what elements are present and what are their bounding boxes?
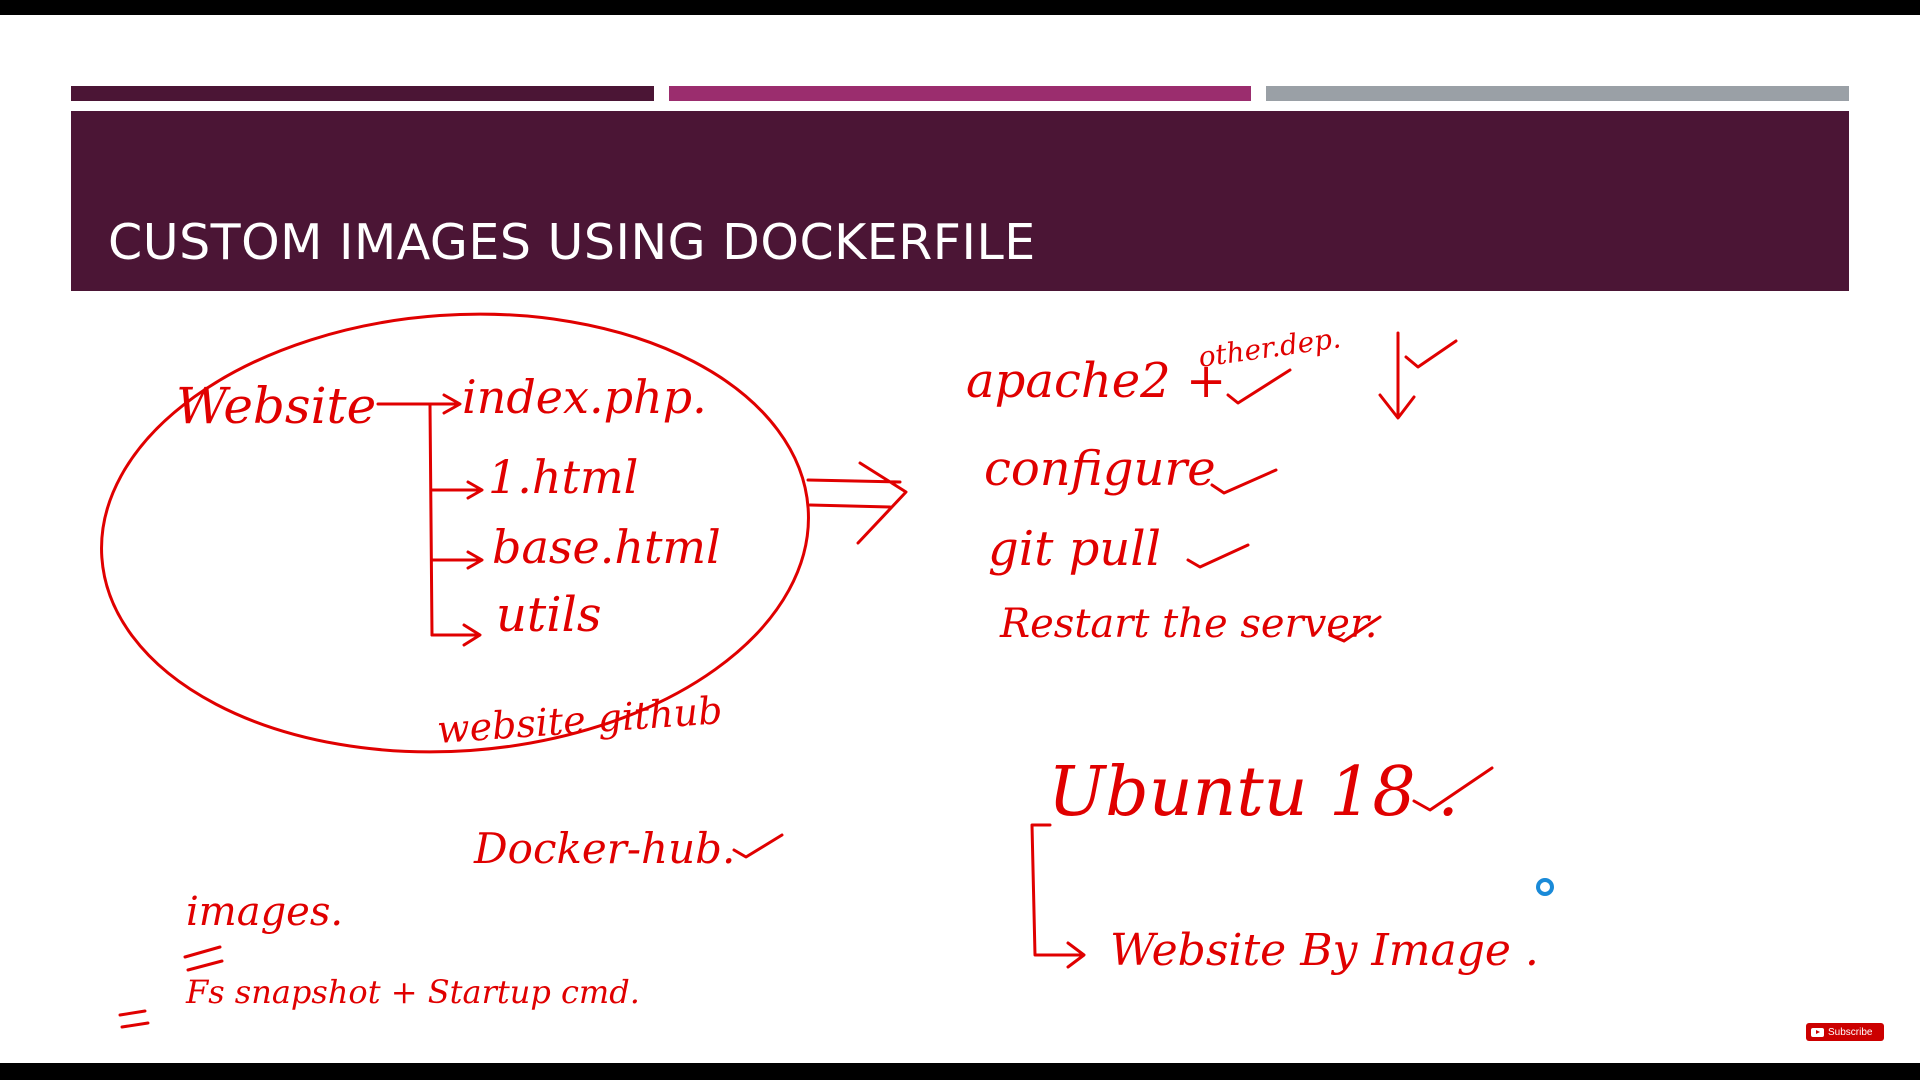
title-band: CUSTOM IMAGES USING DOCKERFILE [71, 111, 1849, 291]
slide: CUSTOM IMAGES USING DOCKERFILE [0, 15, 1920, 1063]
label-ubuntu: Ubuntu 18 . [1048, 753, 1459, 832]
check-icon [1226, 368, 1292, 405]
accent-bar-2 [669, 86, 1251, 101]
check-icon [1328, 615, 1382, 643]
subscribe-label: Subscribe [1828, 1026, 1873, 1038]
annotation-cursor-icon [1536, 878, 1554, 896]
label-apache: apache2 + [966, 353, 1226, 409]
handwritten-annotations: Website index.php. 1.html base.html util… [100, 312, 1554, 1029]
tree-arrow-3 [430, 623, 482, 647]
label-base-html: base.html [492, 520, 721, 574]
slide-title: CUSTOM IMAGES USING DOCKERFILE [108, 214, 1036, 271]
equals-icon [118, 1009, 150, 1029]
label-1-html: 1.html [488, 450, 638, 504]
label-restart: Restart the server. [999, 601, 1377, 647]
check-icon [1210, 468, 1278, 495]
label-fs-snapshot: Fs snapshot + Startup cmd. [185, 973, 640, 1011]
equals-icon [183, 945, 224, 972]
label-docker-hub: Docker-hub. [473, 824, 735, 873]
tree-arrow-root [376, 393, 462, 415]
label-git-pull: git pull [988, 521, 1161, 577]
youtube-play-icon [1811, 1027, 1824, 1037]
label-website: Website [176, 377, 376, 435]
website-oval [100, 312, 810, 754]
check-icon [1404, 339, 1458, 369]
check-icon [1186, 543, 1250, 569]
accent-bar-3 [1266, 86, 1849, 101]
label-images: images. [186, 889, 343, 935]
label-other-dep: other.dep. [1196, 321, 1342, 374]
accent-bar-1 [71, 86, 654, 101]
label-configure: configure [984, 441, 1216, 497]
label-utils: utils [496, 587, 602, 643]
tree-arrow-2 [430, 550, 484, 570]
down-arrow-icon [1378, 331, 1416, 420]
check-icon [732, 833, 784, 859]
ubuntu-tree-line [1030, 823, 1086, 969]
label-website-image: Website By Image . [1110, 925, 1539, 976]
label-index-php: index.php. [462, 370, 707, 424]
tree-trunk [428, 402, 434, 637]
check-icon [1412, 766, 1494, 812]
tree-arrow-1 [430, 480, 484, 500]
label-website-github: website github [436, 688, 724, 752]
double-arrow-icon [806, 461, 908, 545]
subscribe-button[interactable]: Subscribe [1806, 1023, 1884, 1041]
